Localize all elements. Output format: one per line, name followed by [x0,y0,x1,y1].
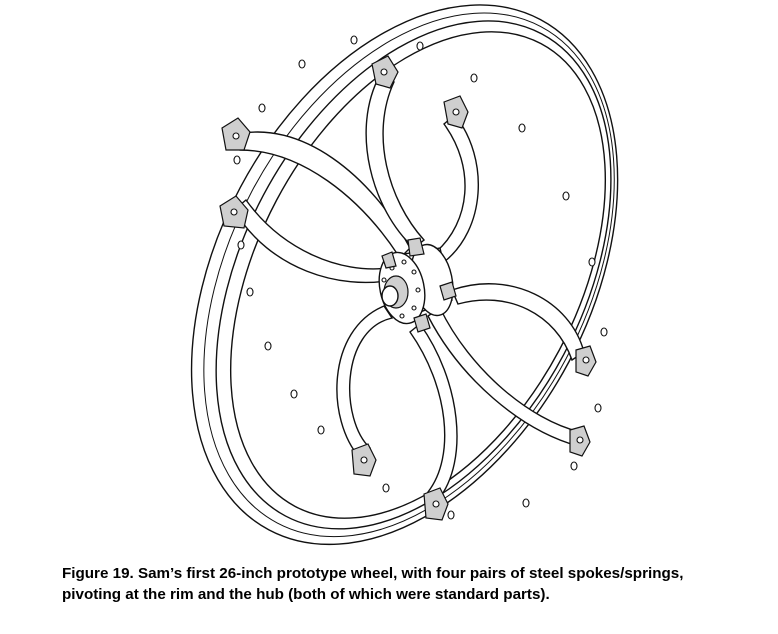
wheel-hub [378,237,457,333]
wheel-illustration [190,4,619,546]
caption-line-2: pivoting at the rim and the hub (both of… [62,586,550,603]
wheel-rim [190,4,619,546]
figure-caption: Figure 19. Sam’s first 26-inch prototype… [62,563,762,605]
caption-line-1: Figure 19. Sam’s first 26-inch prototype… [62,565,684,582]
rim-holes [233,35,608,520]
rim-pivot-brackets [219,55,597,521]
